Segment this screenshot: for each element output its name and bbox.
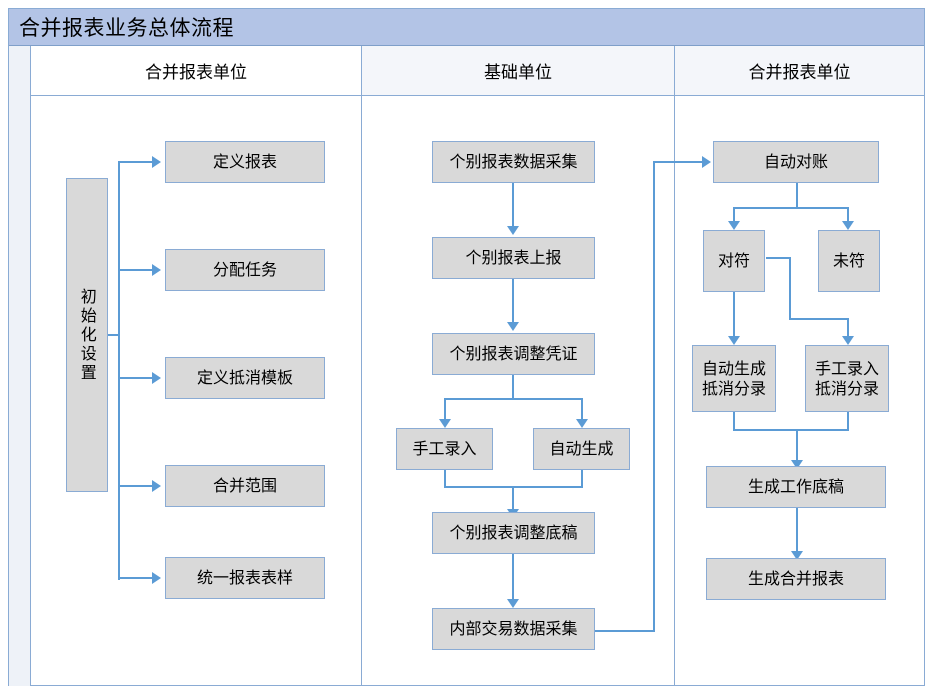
connector-reconcile-split-bar [734,207,849,209]
connector-auto-reconcile-stem [796,183,798,208]
node-individual-report-adjustment-voucher[interactable]: 个别报表调整凭证 [432,333,595,375]
connector-auto-offset-down [733,412,735,430]
node-auto-generate[interactable]: 自动生成 [533,428,630,470]
node-assign-task[interactable]: 分配任务 [165,249,325,291]
lane-header-consolidating-unit-left: 合并报表单位 [31,46,361,95]
connector-init-trunk [108,334,120,336]
connector-into-auto-reconcile [653,161,704,163]
connector-init-to-assign-task [118,269,154,271]
connector-split-to-unmatched [847,207,849,222]
connector-adj-voucher-stem [512,375,514,399]
connector-matched-right-out [766,257,791,259]
node-generate-worksheet[interactable]: 生成工作底稿 [706,466,886,508]
arrowhead-manual-entry [439,419,451,428]
connector-submit-to-adj-voucher [512,279,514,323]
arrowhead-define-offset-tpl [152,372,161,384]
connector-init-spine [118,162,120,580]
connector-to-manual-offset-drop [847,318,849,337]
connector-matched-riser [789,257,791,319]
node-unify-report-form[interactable]: 统一报表表样 [165,557,325,599]
connector-collect-to-submit [512,183,514,227]
connector-split-to-auto-generate [581,398,583,420]
connector-adj-draft-to-internal-txn [512,554,514,600]
arrowhead-internal-txn [507,599,519,608]
arrowhead-assign-task [152,264,161,276]
arrowhead-define-report [152,156,161,168]
connector-auto-generate-down [581,470,583,487]
node-internal-transaction-data-collection[interactable]: 内部交易数据采集 [432,608,595,650]
arrowhead-auto-reconcile [702,156,711,168]
arrowhead-manual-offset [842,336,854,345]
connector-adj-voucher-split-bar [445,398,582,400]
lane-divider-1 [361,96,362,686]
page-title: 合并报表业务总体流程 [19,16,234,40]
node-init-setup[interactable]: 初始化设置 [66,178,108,492]
connector-manual-offset-down [847,412,849,430]
connector-manual-entry-down [444,470,446,487]
node-manual-entry-offset-entry[interactable]: 手工录入 抵消分录 [805,345,889,412]
connector-offset-merge-bar [733,429,849,431]
node-manual-entry[interactable]: 手工录入 [396,428,493,470]
arrowhead-matched [728,221,740,230]
arrowhead-unify-report-form [152,572,161,584]
connector-merge-to-worksheet [796,429,798,461]
node-individual-report-data-collection[interactable]: 个别报表数据采集 [432,141,595,183]
diagram-title-bar: 合并报表业务总体流程 [9,9,924,46]
connector-init-to-define-offset-tpl [118,377,154,379]
node-generate-consolidated-report[interactable]: 生成合并报表 [706,558,886,600]
arrowhead-merge-scope [152,480,161,492]
node-auto-reconciliation[interactable]: 自动对账 [713,141,879,183]
left-gutter-strip [9,46,31,686]
node-auto-generate-offset-entry[interactable]: 自动生成 抵消分录 [692,345,776,412]
connector-init-to-define-report [118,161,154,163]
arrowhead-submit [507,226,519,235]
connector-split-to-matched [733,207,735,222]
connector-merge-to-adj-draft [512,486,514,510]
connector-worksheet-to-consolidated [796,508,798,552]
arrowhead-unmatched [842,221,854,230]
node-define-report[interactable]: 定义报表 [165,141,325,183]
arrowhead-consolidated-report [791,551,803,560]
connector-to-manual-offset-bar [789,318,849,320]
connector-internal-txn-riser [653,161,655,632]
node-individual-report-adjustment-draft[interactable]: 个别报表调整底稿 [432,512,595,554]
node-define-offset-template[interactable]: 定义抵消模板 [165,357,325,399]
connector-matched-to-auto-offset [733,292,735,337]
swimlane-header-row: 合并报表单位 基础单位 合并报表单位 [31,46,924,96]
connector-split-to-manual-entry [444,398,446,420]
arrowhead-adj-voucher [507,322,519,331]
connector-init-to-merge-scope [118,485,154,487]
node-merge-scope[interactable]: 合并范围 [165,465,325,507]
connector-internal-txn-out [595,630,655,632]
arrowhead-worksheet [791,460,803,469]
node-unmatched[interactable]: 未符 [818,230,880,292]
lane-divider-2 [674,96,675,686]
lane-header-base-unit: 基础单位 [361,46,674,95]
node-individual-report-submit[interactable]: 个别报表上报 [432,237,595,279]
lane-header-consolidating-unit-right: 合并报表单位 [674,46,924,95]
arrowhead-auto-generate [576,419,588,428]
arrowhead-auto-offset [728,336,740,345]
node-matched[interactable]: 对符 [703,230,765,292]
connector-init-to-unify-report-form [118,577,154,579]
